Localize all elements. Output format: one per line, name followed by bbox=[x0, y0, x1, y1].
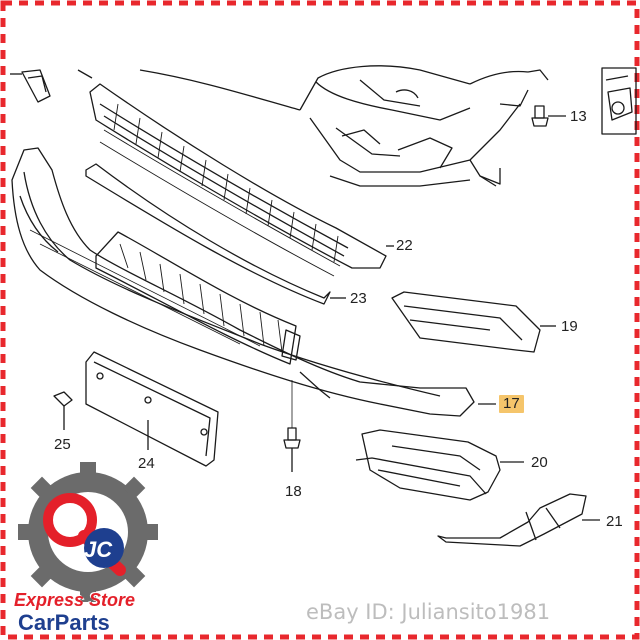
callout-17-highlighted: 17 bbox=[499, 395, 524, 413]
callout-20: 20 bbox=[531, 454, 548, 471]
vehicle-thumbnail bbox=[601, 67, 637, 135]
logo-text-express-store: Express Store bbox=[14, 590, 136, 610]
logo-monogram: JC bbox=[84, 537, 113, 562]
seller-id-watermark: eBay ID: Juliansito1981 bbox=[306, 600, 551, 624]
bumper-cover-part-17 bbox=[11, 147, 496, 417]
clip-part-25 bbox=[53, 391, 73, 430]
callout-25: 25 bbox=[54, 436, 71, 453]
callout-21: 21 bbox=[606, 513, 623, 530]
callout-19: 19 bbox=[561, 318, 578, 335]
bolt-part-13 bbox=[531, 105, 566, 127]
screw-part-18 bbox=[283, 380, 301, 472]
lower-vent-insert bbox=[95, 231, 297, 365]
lower-grille-part-22 bbox=[89, 83, 394, 277]
callout-23: 23 bbox=[350, 290, 367, 307]
callout-18: 18 bbox=[285, 483, 302, 500]
fog-bezel-part-20 bbox=[355, 429, 524, 501]
logo-text-carparts: CarParts bbox=[18, 610, 110, 635]
callout-22: 22 bbox=[396, 237, 413, 254]
callout-24: 24 bbox=[138, 455, 155, 472]
callout-13: 13 bbox=[570, 108, 587, 125]
store-logo-gear bbox=[18, 462, 158, 602]
fog-lamp-trim-part-19 bbox=[391, 291, 556, 353]
license-plate-bracket-part-24 bbox=[85, 351, 219, 467]
lower-lip-part-21 bbox=[437, 493, 600, 547]
upper-left-trim-part bbox=[10, 69, 93, 103]
car-front-body-outline bbox=[139, 65, 549, 187]
molding-strip-part-23 bbox=[85, 163, 346, 305]
